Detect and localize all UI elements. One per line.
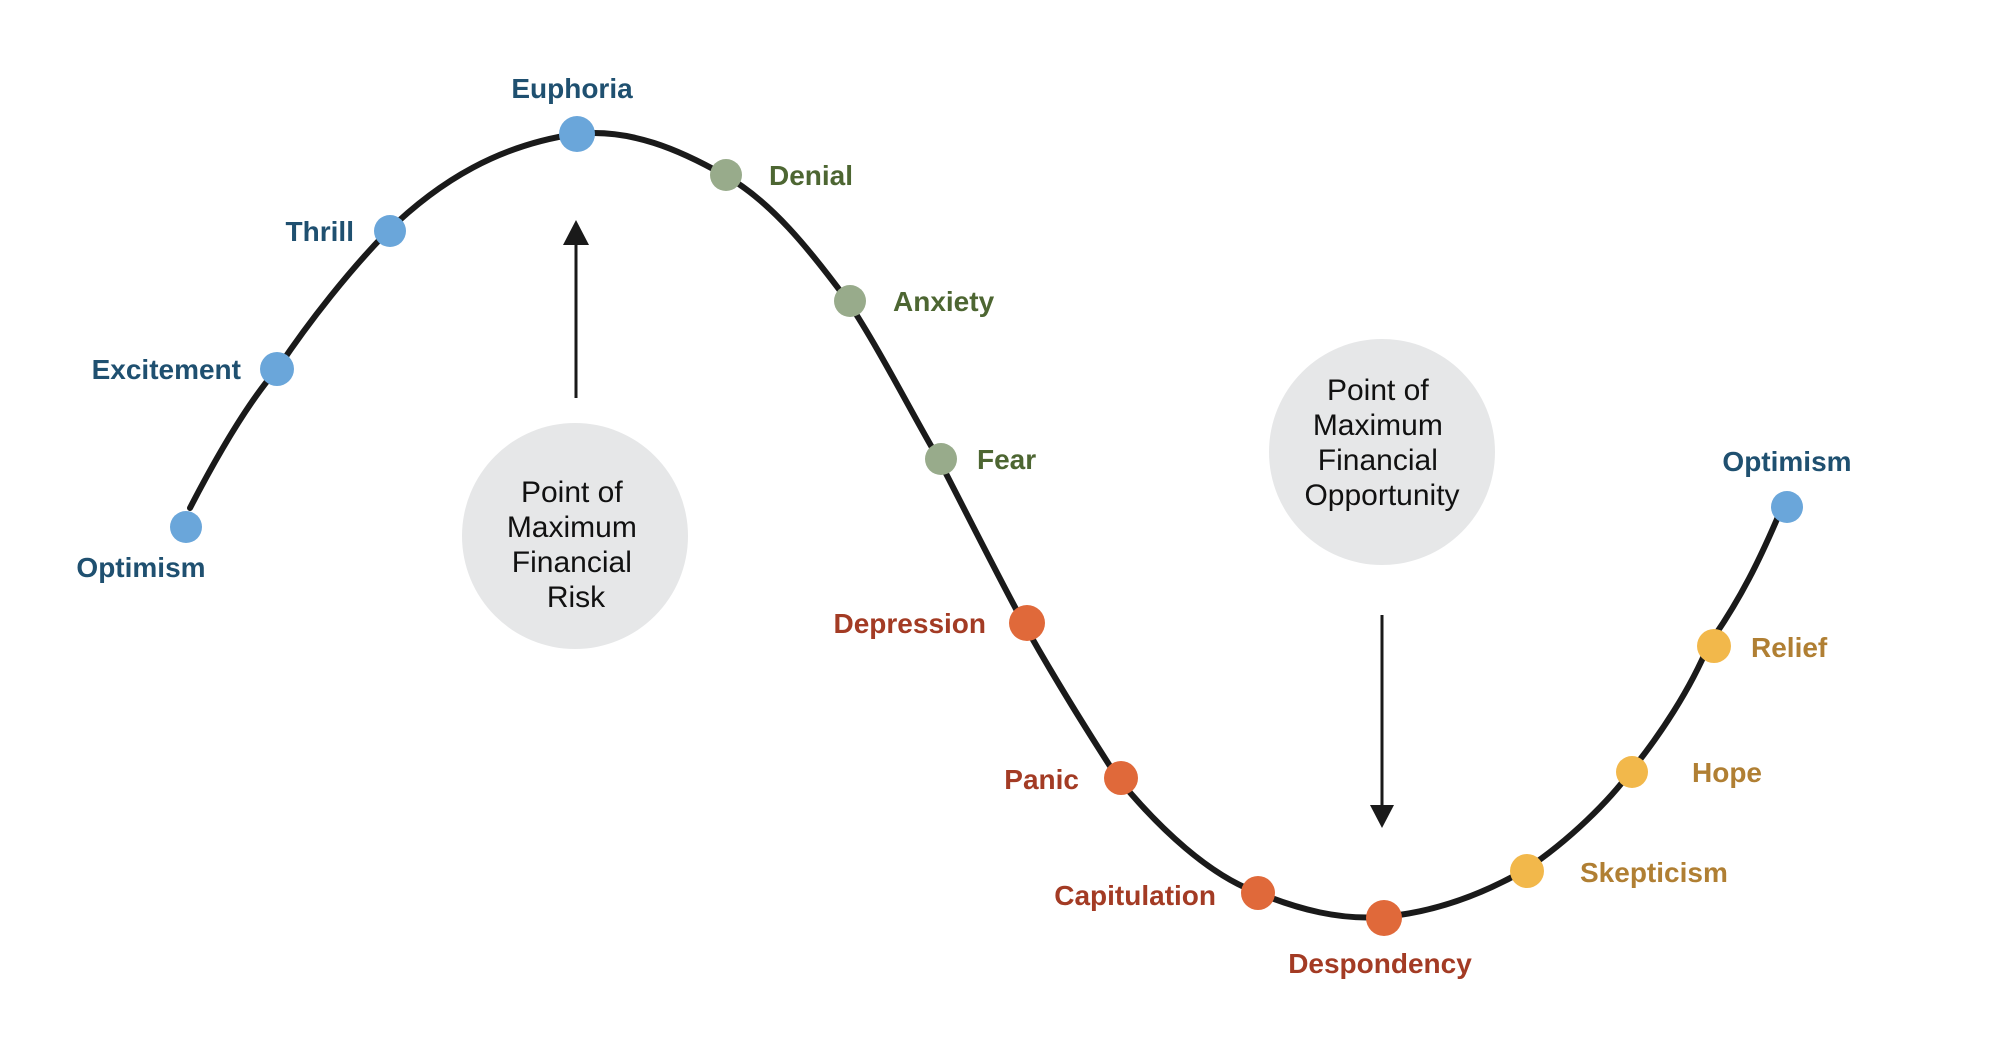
opportunity-callout-line-4: Opportunity [1304,479,1459,512]
stage-marker-thrill [374,215,406,247]
stage-label-denial: Denial [769,160,853,191]
svg-text:Point of Maximum F: Point of Maximum Financial Risk [507,476,645,614]
stage-marker-excitement [260,352,294,386]
stage-marker-denial [710,159,742,191]
opportunity-callout-line-2: Maximum [1313,409,1443,442]
stage-marker-euphoria [559,116,595,152]
stage-label-fear: Fear [977,444,1036,475]
opportunity-callout-line-3: Financial [1318,444,1438,477]
stage-label-euphoria: Euphoria [511,73,633,104]
arrow-up-icon [563,220,589,245]
opportunity-callout-circle [1269,339,1495,565]
stage-marker-hope [1616,756,1648,788]
risk-callout-line-4: Risk [547,581,606,614]
stage-label-hope: Hope [1692,757,1762,788]
opportunity-callout-line-1: Point of [1327,374,1429,407]
emotion-cycle-curve [187,130,1786,921]
stage-label-anxiety: Anxiety [893,286,995,317]
stage-label-depression: Depression [834,608,987,639]
stage-marker-anxiety [834,285,866,317]
stage-marker-panic [1104,761,1138,795]
max-opportunity-callout: Point of Maximum Financial Opportunity [1269,339,1495,828]
stage-label-thrill: Thrill [286,216,354,247]
stage-marker-capitulation [1241,876,1275,910]
stage-marker-fear [925,443,957,475]
stage-label-optimism: Optimism [76,552,205,583]
svg-text:Point of Maximum F: Point of Maximum Financial Opportunity [1304,374,1459,512]
stage-marker-optimism [1771,491,1803,523]
max-risk-callout: Point of Maximum Financial Risk [462,220,688,649]
stage-labels: Optimism Excitement Thrill EuphoriaDenialAn… [76,73,1851,979]
stage-marker-optimism [170,511,202,543]
stage-label-optimism: Optimism [1722,446,1851,477]
stage-label-capitulation: Capitulation [1054,880,1216,911]
stage-label-skepticism: Skepticism [1580,857,1728,888]
stage-label-excitement: Excitement [92,354,241,385]
stage-label-panic: Panic [1004,764,1079,795]
stage-marker-relief [1697,629,1731,663]
stage-label-despondency: Despondency [1288,948,1472,979]
risk-callout-circle [462,423,688,649]
stage-marker-despondency [1366,900,1402,936]
risk-callout-line-3: Financial [512,546,632,579]
risk-callout-line-2: Maximum [507,511,637,544]
arrow-down-icon [1370,805,1394,828]
stage-marker-skepticism [1510,854,1544,888]
stage-label-relief: Relief [1751,632,1828,663]
risk-callout-line-1: Point of [521,476,623,509]
stage-markers [170,116,1803,936]
stage-marker-depression [1009,605,1045,641]
